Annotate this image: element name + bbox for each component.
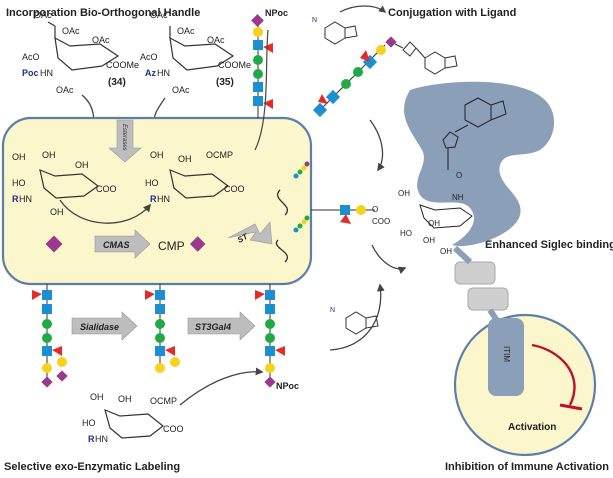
- bottom-r: R: [88, 434, 95, 444]
- ligand-oh1: OH: [398, 189, 410, 198]
- cell-r2: R: [150, 194, 157, 204]
- arrow-down-siglec: [371, 244, 407, 274]
- ligand-coo: COO: [372, 217, 390, 226]
- azide-reagent-bottom: N: [329, 283, 385, 351]
- azide-reagent-top: N: [312, 5, 387, 45]
- cell-hn2: HN: [157, 194, 170, 204]
- bottom-cmp-sialic: OH OH OCMP HO R HN COO: [82, 367, 264, 444]
- glycan-chain-top: NPoc: [251, 8, 288, 118]
- c34-coome: COOMe: [106, 60, 139, 70]
- bottom-oh2: OH: [118, 394, 132, 404]
- cell-hn: HN: [19, 194, 32, 204]
- sialidase-label: Sialidase: [80, 322, 119, 332]
- arrow-conjugated-to-siglec: [369, 119, 385, 172]
- c35-oac-top2: OAc: [177, 26, 195, 36]
- glycan-chain-bottom-3: NPoc: [255, 284, 299, 391]
- c34-oac-top1: OAc: [34, 10, 52, 20]
- c35-nh-prefix: Az: [145, 68, 156, 78]
- ligand-oh4: OH: [440, 247, 452, 256]
- c35-oac-ring: OAc: [207, 35, 225, 45]
- immune-cell: ITIM Activation: [453, 313, 597, 457]
- arrow-bottom-up: [329, 283, 385, 351]
- golgi-stack: [275, 189, 288, 263]
- sialidase-arrow: Sialidase: [71, 311, 138, 341]
- heading-inhibition: Inhibition of Immune Activation: [445, 461, 609, 473]
- bottom-hn: HN: [95, 434, 108, 444]
- cmas-label: CMAS: [103, 240, 130, 250]
- st3gal4-label: ST3Gal4: [195, 322, 231, 332]
- sialic-diamond-cmp: [189, 236, 206, 252]
- glycan-chain-bottom-1: [32, 284, 68, 388]
- bottom-ho: HO: [82, 418, 96, 428]
- c34-oac-bottom: OAc: [56, 85, 74, 95]
- ligand-nh: NH: [452, 193, 464, 202]
- ligand-oh3: OH: [423, 236, 435, 245]
- esterases-label: Esterases: [121, 124, 127, 151]
- compound-34: OAc OAc OAc AcO Poc HN OAc COOMe (34): [22, 10, 139, 95]
- ligand-oh2: OH: [428, 219, 440, 228]
- npoc-bottom: NPoc: [276, 381, 299, 391]
- activation-label: Activation: [508, 422, 556, 433]
- npoc-top: NPoc: [265, 8, 288, 18]
- heading-selective-labeling: Selective exo-Enzymatic Labeling: [4, 461, 180, 473]
- cell-oh3: OH: [75, 160, 89, 170]
- compound-35: OAc OAc OAc AcO Az HN OAc COOMe (35): [140, 10, 251, 95]
- heading-enhanced-siglec: Enhanced Siglec binding: [485, 239, 613, 251]
- siglec-receptor: [404, 81, 555, 246]
- cell-r: R: [12, 194, 19, 204]
- c34-nh-prefix: Poc: [22, 68, 39, 78]
- cell-sialic-acid: OH OH OH HO R HN OH COO: [12, 150, 151, 224]
- cell-cmp-sialic: OH OH OCMP HO R HN COO: [145, 150, 245, 204]
- cell-oh2: OH: [42, 150, 56, 160]
- heading-conjugation: Conjugation with Ligand: [388, 7, 516, 19]
- c35-nh: HN: [157, 68, 170, 78]
- c34-acoh: AcO: [22, 52, 40, 62]
- c35-coome: COOMe: [218, 60, 251, 70]
- glycan-chain-conjugated: [312, 36, 458, 118]
- arrow-to-conjugation: [254, 29, 269, 151]
- c35-oac-bottom: OAc: [172, 85, 190, 95]
- glycan-surface-right: [311, 205, 375, 224]
- n3-bottom: N: [330, 307, 335, 314]
- cell-ho: HO: [12, 178, 26, 188]
- inhibition-arrow: [531, 343, 576, 406]
- ligand-o2: O: [372, 205, 378, 214]
- c34-oac-top2: OAc: [62, 26, 80, 36]
- itim-label: ITIM: [502, 346, 511, 362]
- cmp-text: CMP: [158, 239, 185, 253]
- bottom-oh1: OH: [90, 392, 104, 402]
- c34-number: (34): [108, 77, 126, 88]
- esterases-arrow: Esterases: [108, 119, 142, 163]
- cell-oh6: OH: [178, 154, 192, 164]
- heading-incorporation: Incorporation Bio-Orthogonal Handle: [6, 7, 200, 19]
- cell-oh5: OH: [150, 150, 164, 160]
- cell-oh1: OH: [12, 152, 26, 162]
- bottom-coo: COO: [163, 424, 184, 434]
- n3-top: N: [312, 17, 317, 24]
- bottom-ocmp: OCMP: [150, 396, 177, 406]
- itim-domain: [488, 318, 524, 396]
- cell-ocmp: OCMP: [206, 150, 233, 160]
- c35-number: (35): [216, 77, 234, 88]
- siglec-ligand: O NH OH OH OH HO OH COO O: [372, 97, 507, 256]
- golgi-glycans: [293, 161, 310, 233]
- c35-acoh: AcO: [140, 52, 158, 62]
- c34-oac-ring: OAc: [92, 35, 110, 45]
- ligand-o: O: [456, 171, 462, 180]
- cell-oh4: OH: [50, 207, 64, 217]
- cell-ho2: HO: [145, 178, 159, 188]
- ligand-ho: HO: [400, 229, 412, 238]
- st3gal4-arrow: ST3Gal4: [187, 311, 256, 341]
- cell-coo: COO: [96, 184, 117, 194]
- glycan-chain-bottom-2: [145, 284, 180, 373]
- cmas-arrow: CMAS: [94, 229, 151, 259]
- cell-body: [1, 116, 313, 286]
- siglec-stalk: [452, 245, 509, 327]
- c34-nh: HN: [40, 68, 53, 78]
- cell-coo2: COO: [224, 184, 245, 194]
- c35-oac-top1: OAc: [150, 10, 168, 20]
